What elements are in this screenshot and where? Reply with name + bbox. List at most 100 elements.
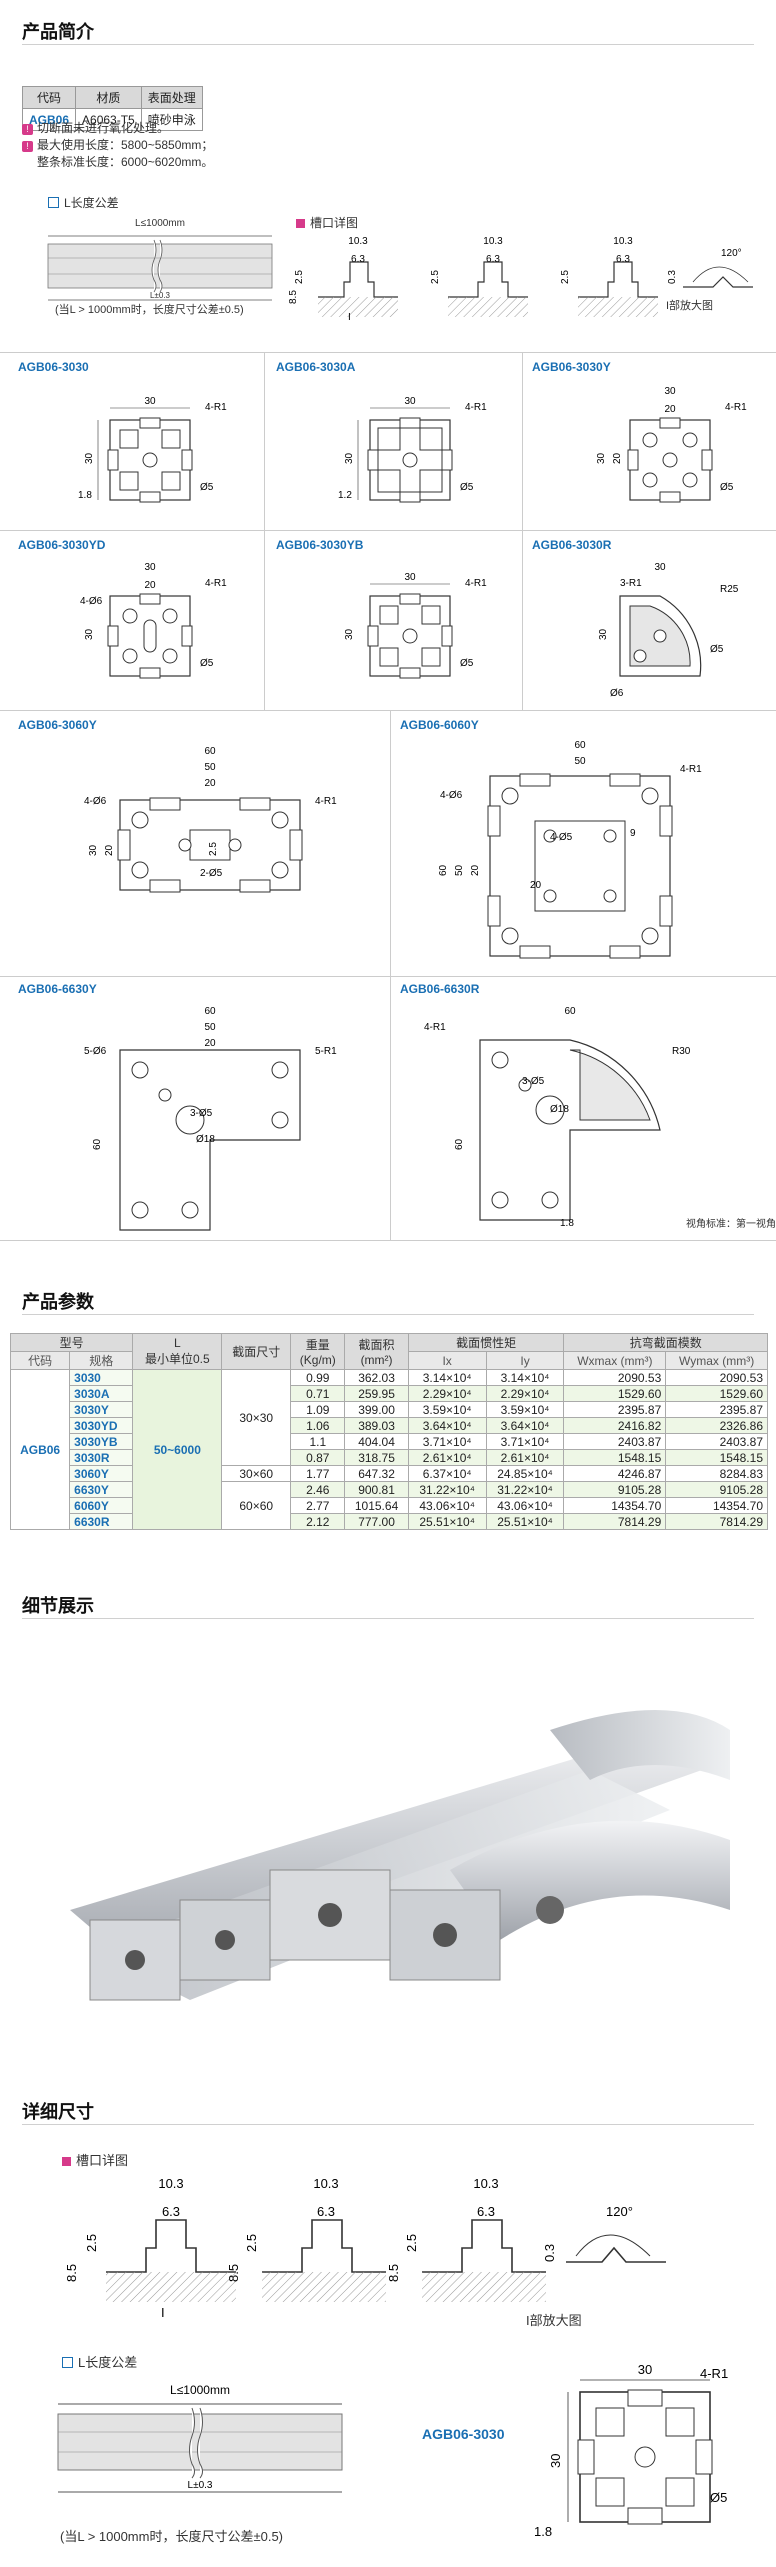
profile-label-3060y: AGB06-3060Y bbox=[18, 718, 97, 732]
svg-text:20: 20 bbox=[530, 880, 542, 891]
profile-label-3030yd: AGB06-3030YD bbox=[18, 538, 106, 552]
params-cell: 3.71×10⁴ bbox=[485, 1433, 565, 1450]
svg-text:1.2: 1.2 bbox=[338, 490, 352, 501]
bullet-square-icon bbox=[62, 2357, 73, 2368]
svg-text:20: 20 bbox=[204, 778, 216, 789]
svg-text:120°: 120° bbox=[606, 2204, 633, 2219]
profile-drawing-6630y: 60 50 20 5-Ø6 5-R1 3-Ø5 Ø18 60 bbox=[84, 1006, 337, 1231]
params-model: 3030YD bbox=[69, 1417, 134, 1434]
tolerance-note: (当L > 1000mm时，长度尺寸公差±0.5) bbox=[55, 304, 244, 316]
svg-text:30: 30 bbox=[664, 386, 676, 397]
svg-text:10.3: 10.3 bbox=[313, 2176, 338, 2191]
params-cell: 2403.87 bbox=[665, 1433, 768, 1450]
detail-slot-view-1: 10.3 6.3 2.5 8.5 I bbox=[64, 2176, 236, 2320]
svg-text:10.3: 10.3 bbox=[483, 236, 503, 247]
note-1: 切断面未进行氧化处理。 bbox=[37, 121, 170, 135]
svg-text:4-R1: 4-R1 bbox=[700, 2366, 728, 2381]
svg-text:Ø5: Ø5 bbox=[710, 2490, 727, 2505]
svg-text:30: 30 bbox=[548, 2454, 563, 2468]
params-cell: 3.59×10⁴ bbox=[485, 1401, 565, 1418]
params-model: 6060Y bbox=[69, 1497, 134, 1514]
spec-code: AGB06 bbox=[21, 108, 77, 131]
params-cell: 399.00 bbox=[344, 1401, 409, 1418]
svg-text:Ø6: Ø6 bbox=[610, 688, 624, 699]
slot-label: 槽口详图 bbox=[296, 214, 358, 231]
params-h-modulus: 抗弯截面模数 bbox=[563, 1333, 768, 1352]
svg-text:R30: R30 bbox=[672, 1046, 691, 1057]
details-divider bbox=[22, 1618, 754, 1619]
params-cell: 31.22×10⁴ bbox=[485, 1481, 565, 1498]
params-cell: 1548.15 bbox=[665, 1449, 768, 1466]
profile-label-6060y: AGB06-6060Y bbox=[400, 718, 479, 732]
params-cell: 14354.70 bbox=[563, 1497, 667, 1514]
svg-text:30: 30 bbox=[596, 452, 607, 464]
svg-text:4-Ø6: 4-Ø6 bbox=[80, 596, 103, 607]
svg-text:30: 30 bbox=[404, 572, 416, 583]
svg-text:10.3: 10.3 bbox=[613, 236, 633, 247]
svg-text:60: 60 bbox=[454, 1138, 465, 1150]
spec-table: 代码 材质 表面处理 AGB06 A6063-T5 喷砂申泳 bbox=[21, 86, 203, 131]
svg-text:L±0.3: L±0.3 bbox=[188, 2480, 213, 2491]
svg-text:30: 30 bbox=[84, 452, 95, 464]
profile-label-3030y: AGB06-3030Y bbox=[532, 360, 611, 374]
svg-text:30: 30 bbox=[344, 628, 355, 640]
params-cell: 43.06×10⁴ bbox=[407, 1497, 487, 1514]
params-cell: 1548.15 bbox=[563, 1449, 667, 1466]
svg-text:R25: R25 bbox=[720, 584, 739, 595]
tolerance-tol: L±0.3 bbox=[150, 291, 171, 300]
svg-text:2.5: 2.5 bbox=[560, 270, 571, 284]
svg-text:30: 30 bbox=[598, 628, 609, 640]
params-h-wx: Wxmax (mm³) bbox=[563, 1351, 667, 1370]
detail-zoom-label: I部放大图 bbox=[526, 2313, 582, 2328]
params-cell: 2.61×10⁴ bbox=[407, 1449, 487, 1466]
profile-label-6630y: AGB06-6630Y bbox=[18, 982, 97, 996]
grid-col3 bbox=[390, 710, 391, 1240]
svg-text:120°: 120° bbox=[721, 248, 742, 259]
svg-text:60: 60 bbox=[574, 740, 586, 751]
profile-drawing-6630r: 60 4-R1 R30 3-Ø5 Ø18 60 1.8 bbox=[424, 1006, 691, 1229]
params-cell: 1.09 bbox=[290, 1401, 346, 1418]
svg-text:2.5: 2.5 bbox=[404, 2234, 419, 2252]
svg-text:4-Ø6: 4-Ø6 bbox=[84, 796, 107, 807]
svg-text:3-Ø5: 3-Ø5 bbox=[522, 1076, 545, 1087]
params-cell: 2.77 bbox=[290, 1497, 346, 1514]
svg-text:Ø5: Ø5 bbox=[460, 658, 474, 669]
tolerance-drawing: L≤1000mm L±0.3 bbox=[47, 218, 273, 301]
profile-drawing-3030yd: 30 20 4-Ø6 4-R1 30 Ø5 bbox=[80, 562, 227, 679]
params-model: 3030Y bbox=[69, 1401, 134, 1418]
intro-divider bbox=[22, 44, 754, 45]
grid-col1 bbox=[264, 352, 265, 710]
params-size: 60×60 bbox=[221, 1481, 292, 1530]
detail-dims-divider bbox=[22, 2124, 754, 2125]
svg-text:30: 30 bbox=[144, 396, 156, 407]
svg-text:4-Ø6: 4-Ø6 bbox=[440, 790, 463, 801]
params-model: 3030R bbox=[69, 1449, 134, 1466]
svg-text:50: 50 bbox=[454, 864, 465, 876]
svg-text:4-R1: 4-R1 bbox=[315, 796, 337, 807]
params-cell: 3.71×10⁴ bbox=[407, 1433, 487, 1450]
params-cell: 43.06×10⁴ bbox=[485, 1497, 565, 1514]
detail-tol-drawing: L≤1000mm L±0.3 bbox=[57, 2383, 343, 2493]
svg-text:30: 30 bbox=[84, 628, 95, 640]
params-cell: 1529.60 bbox=[665, 1385, 768, 1402]
params-cell: 2395.87 bbox=[563, 1401, 667, 1418]
profile-label-6630r: AGB06-6630R bbox=[400, 982, 480, 996]
svg-text:5-R1: 5-R1 bbox=[315, 1046, 337, 1057]
params-cell: 777.00 bbox=[344, 1513, 409, 1530]
params-cell: 3.64×10⁴ bbox=[407, 1417, 487, 1434]
params-cell: 9105.28 bbox=[563, 1481, 667, 1498]
svg-text:4-R1: 4-R1 bbox=[205, 578, 227, 589]
params-cell: 3.59×10⁴ bbox=[407, 1401, 487, 1418]
svg-text:4-R1: 4-R1 bbox=[465, 402, 487, 413]
params-cell: 1529.60 bbox=[563, 1385, 667, 1402]
detail-dims-title: 详细尺寸 bbox=[22, 2102, 94, 2122]
params-model: 3030A bbox=[69, 1385, 134, 1402]
params-cell: 3.14×10⁴ bbox=[407, 1369, 487, 1386]
grid-row1 bbox=[0, 530, 776, 531]
params-h-area: 截面积(mm²) bbox=[344, 1333, 409, 1370]
